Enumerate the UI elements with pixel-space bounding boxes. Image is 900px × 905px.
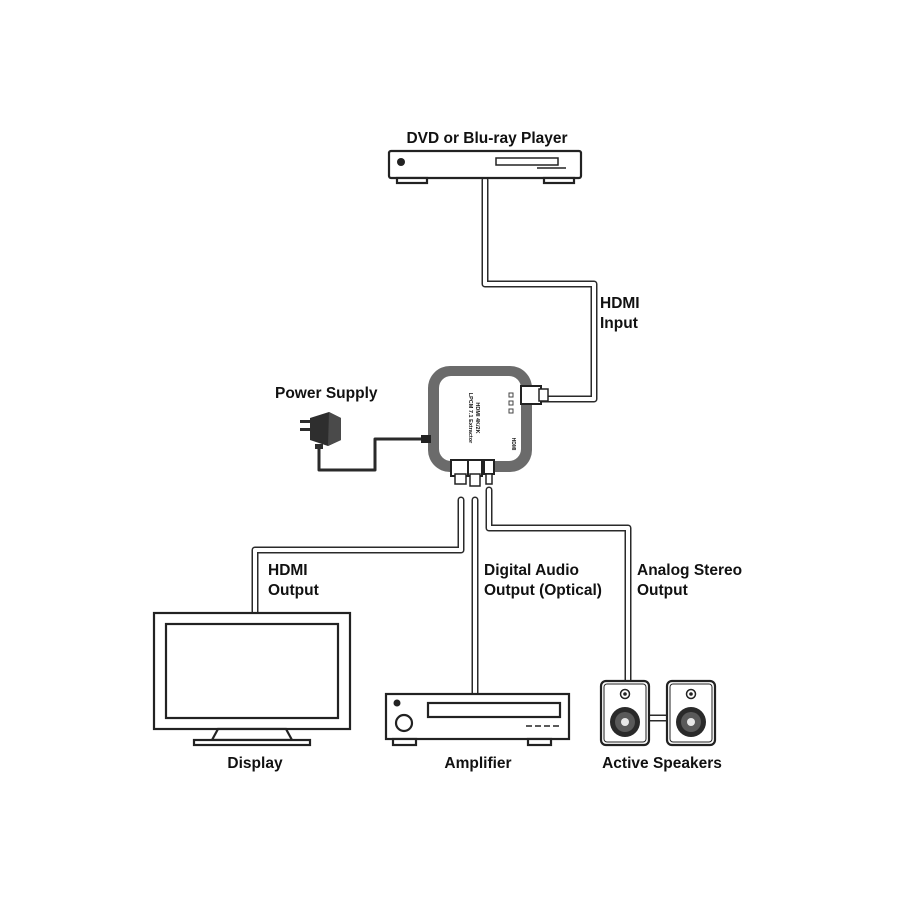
hdmi-input-label: HDMI Input [600,294,640,334]
model-line-2: LPCM 7.1 Extractor [467,393,473,444]
display-label: Display [227,755,283,772]
power-cable [317,437,432,472]
hdmi-output-label: HDMI Output [268,561,319,601]
optical-output-label-line2: Output (Optical) [484,582,602,599]
optical-output-label-line1: Digital Audio [484,562,579,579]
hdmi-output-label-line1: HDMI [268,562,308,579]
power-led-icon [397,158,405,166]
power-adapter-icon [300,412,341,449]
extractor-device: HDMI 4K/2K LPCM 7.1 Extractor HDMI [421,366,549,487]
amplifier-label: Amplifier [444,755,512,772]
hdmi-input-cable [481,176,598,403]
hdmi-input-label-line1: HDMI [600,295,640,312]
display-device [152,611,352,747]
analog-output-label: Analog Stereo Output [637,561,742,601]
analog-output-label-line2: Output [637,582,688,599]
hdmi-output-label-line2: Output [268,582,319,599]
speaker-left-icon [599,679,651,747]
analog-output-label-line1: Analog Stereo [637,562,743,579]
speakers-label: Active Speakers [602,755,722,772]
model-line-1: HDMI 4K/2K [474,402,480,433]
disc-slot-icon [495,157,559,166]
volume-knob-icon [394,713,414,733]
speaker-right-icon [665,679,717,747]
hdmi-port-label: HDMI [510,438,516,451]
dvd-player-device [387,149,583,185]
optical-output-label: Digital Audio Output (Optical) [484,561,602,601]
dvd-player-label: DVD or Blu-ray Player [406,130,568,147]
power-supply-label: Power Supply [275,385,378,402]
hdmi-output-cable [251,496,465,616]
analog-output-cable [485,486,632,685]
hdmi-input-label-line2: Input [600,315,638,332]
amplifier-device [384,692,571,747]
